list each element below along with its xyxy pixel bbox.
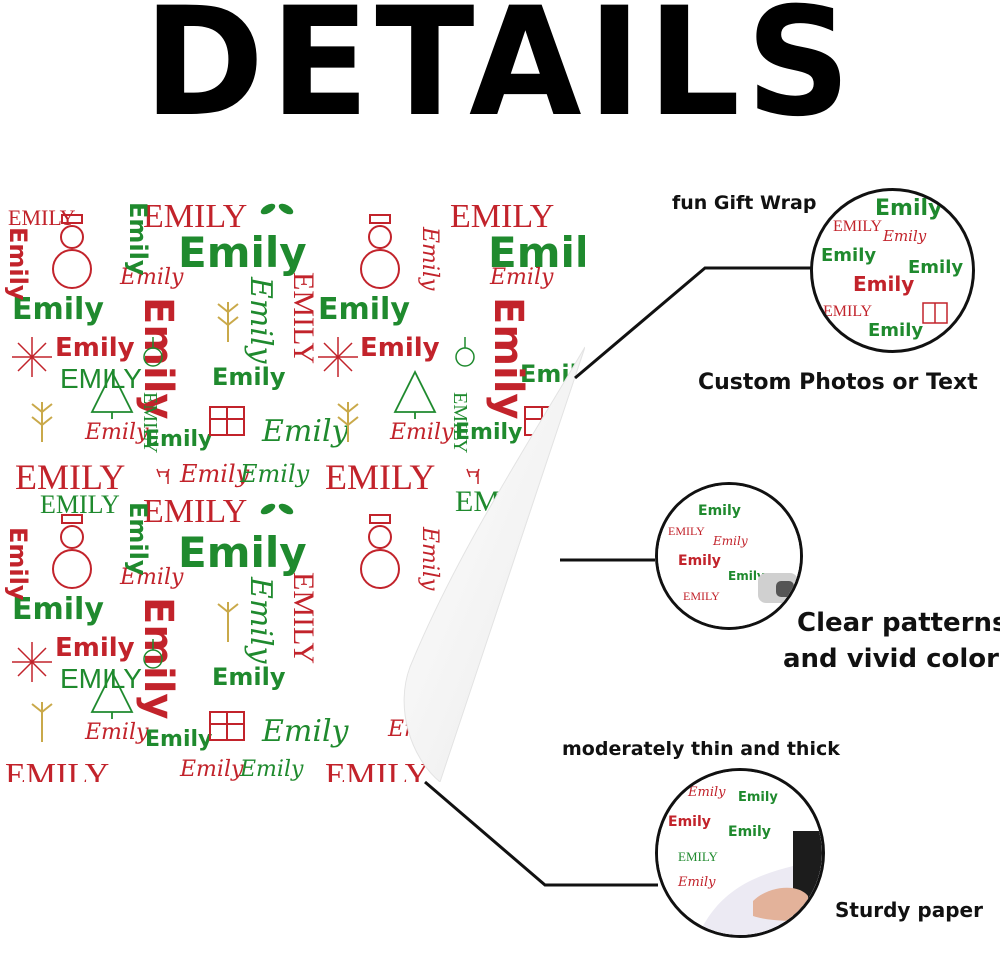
feature-label-thickness: moderately thin and thick: [562, 738, 840, 760]
snowflake-icon: [12, 642, 52, 682]
pattern-word: EMILY: [325, 757, 430, 783]
pattern-word: EMILY: [450, 198, 555, 235]
svg-text:EMILY: EMILY: [823, 303, 873, 320]
pattern-word: EMILY: [5, 757, 110, 783]
detail-circle-sturdy: Emily Emily Emily Emily EMILY Emily: [655, 768, 825, 938]
pattern-word: Emily: [12, 592, 104, 627]
svg-text:Emily: Emily: [853, 272, 914, 296]
pattern-word: Emily: [360, 333, 440, 363]
pattern-word: Emily: [55, 333, 135, 363]
pattern-word: Emily: [180, 460, 250, 488]
pattern-word: Emily: [318, 292, 410, 327]
zoomed-pattern: Emily EMILY Emily Emily Emily Emily EMIL…: [821, 196, 963, 341]
pattern-word: EMILY: [143, 493, 248, 530]
svg-text:Emily: Emily: [687, 785, 726, 800]
svg-text:Emily: Emily: [678, 553, 721, 569]
page-curl: [403, 346, 585, 782]
svg-text:EMILY: EMILY: [668, 524, 705, 538]
pattern-word: Emily: [390, 420, 454, 445]
pattern-word: Emily: [212, 663, 286, 691]
svg-text:EMILY: EMILY: [678, 849, 718, 864]
svg-text:Emily: Emily: [908, 257, 963, 278]
pattern-word: EMILY: [143, 198, 248, 235]
pattern-word: Emily: [178, 228, 307, 277]
christmas-tree-icon: [90, 369, 134, 419]
svg-text:Emily: Emily: [728, 824, 771, 840]
gift-box-icon: [209, 711, 245, 741]
svg-text:Emily: Emily: [868, 320, 923, 341]
pattern-word: Emily: [490, 265, 554, 290]
svg-text:Emily: Emily: [875, 196, 942, 221]
svg-text:Emily: Emily: [882, 227, 927, 245]
svg-text:EMILY: EMILY: [683, 589, 720, 603]
wheat-branch-icon: [31, 402, 53, 442]
svg-text:Emily: Emily: [698, 503, 741, 519]
feature-label-sturdy: Sturdy paper: [835, 898, 983, 922]
pattern-word: Emily: [262, 714, 349, 749]
christmas-tree-icon: [90, 669, 134, 719]
hand-holding-paper-image: Emily Emily Emily Emily EMILY Emily: [658, 771, 822, 935]
pattern-word: EMILY: [40, 490, 120, 519]
pattern-word: Emily: [85, 420, 149, 445]
pattern-word: Emily: [240, 460, 310, 488]
svg-text:Emily: Emily: [668, 814, 711, 830]
feature-label-custom: Custom Photos or Text: [698, 370, 978, 395]
snowman-icon: [360, 214, 400, 289]
pattern-word: Emily: [180, 757, 244, 782]
reindeer-icon: [466, 468, 480, 484]
pattern-word: EMILY: [325, 457, 436, 497]
detail-circle-gift-wrap: Emily EMILY Emily Emily Emily Emily EMIL…: [810, 188, 975, 353]
holly-leaf-icon: [260, 503, 294, 515]
pattern-word: EMILY: [15, 457, 126, 497]
reindeer-icon: [156, 468, 170, 484]
pattern-word: EMILY: [60, 363, 142, 394]
ornament-icon: [143, 639, 163, 669]
pattern-word: Emily: [240, 757, 304, 782]
pattern-word: Emily: [212, 363, 286, 391]
ornament-icon: [455, 337, 475, 367]
feature-label-clear: Clear patterns: [797, 608, 1000, 638]
snowman-icon: [52, 514, 92, 589]
ornament-icon: [143, 337, 163, 367]
wheat-branch-icon: [217, 602, 239, 642]
svg-text:Emily: Emily: [728, 569, 765, 583]
page-title: DETAILS: [143, 0, 857, 150]
pattern-word: Emily: [455, 420, 523, 445]
pattern-word: Emily: [145, 727, 213, 752]
pattern-word: Emily: [262, 414, 349, 449]
svg-text:Emily: Emily: [738, 790, 778, 805]
detail-circle-patterns: Emily EMILY Emily Emily Emily EMILY: [655, 482, 803, 630]
svg-text:Emily: Emily: [821, 245, 876, 266]
pattern-word: Emily: [488, 228, 585, 277]
gift-wrap-sheet: EMILY EMILY Emily Emily EMILY Emily Emil…: [0, 197, 585, 782]
feature-label-vivid: and vivid colors: [783, 644, 1000, 674]
pattern-word: Emily: [145, 427, 213, 452]
feature-label-gift-wrap: fun Gift Wrap: [672, 192, 817, 214]
pattern-word: Emily: [85, 720, 149, 745]
pattern-word: Emily: [178, 528, 307, 577]
svg-text:Emily: Emily: [677, 875, 716, 890]
wheat-branch-icon: [217, 302, 239, 342]
svg-text:Emily: Emily: [712, 534, 748, 548]
svg-text:EMILY: EMILY: [833, 218, 883, 235]
pattern-word: EMILY: [8, 205, 76, 230]
pattern-word: Emily: [12, 292, 104, 327]
snowman-icon: [52, 214, 92, 289]
snowflake-icon: [12, 337, 52, 377]
pattern-word: Emily: [55, 633, 135, 663]
wheat-branch-icon: [31, 702, 53, 742]
holly-leaf-icon: [260, 203, 294, 215]
pattern-word: Emily: [120, 265, 184, 290]
wheat-branch-icon: [337, 402, 359, 442]
snowman-icon: [360, 514, 400, 589]
christmas-tree-icon: [393, 369, 437, 419]
rolled-paper-image: Emily EMILY Emily Emily Emily EMILY: [658, 485, 800, 627]
gift-box-icon: [209, 406, 245, 436]
pattern-word: Emily: [120, 565, 184, 590]
snowflake-icon: [318, 337, 358, 377]
pattern-word: EMILY: [60, 663, 142, 694]
